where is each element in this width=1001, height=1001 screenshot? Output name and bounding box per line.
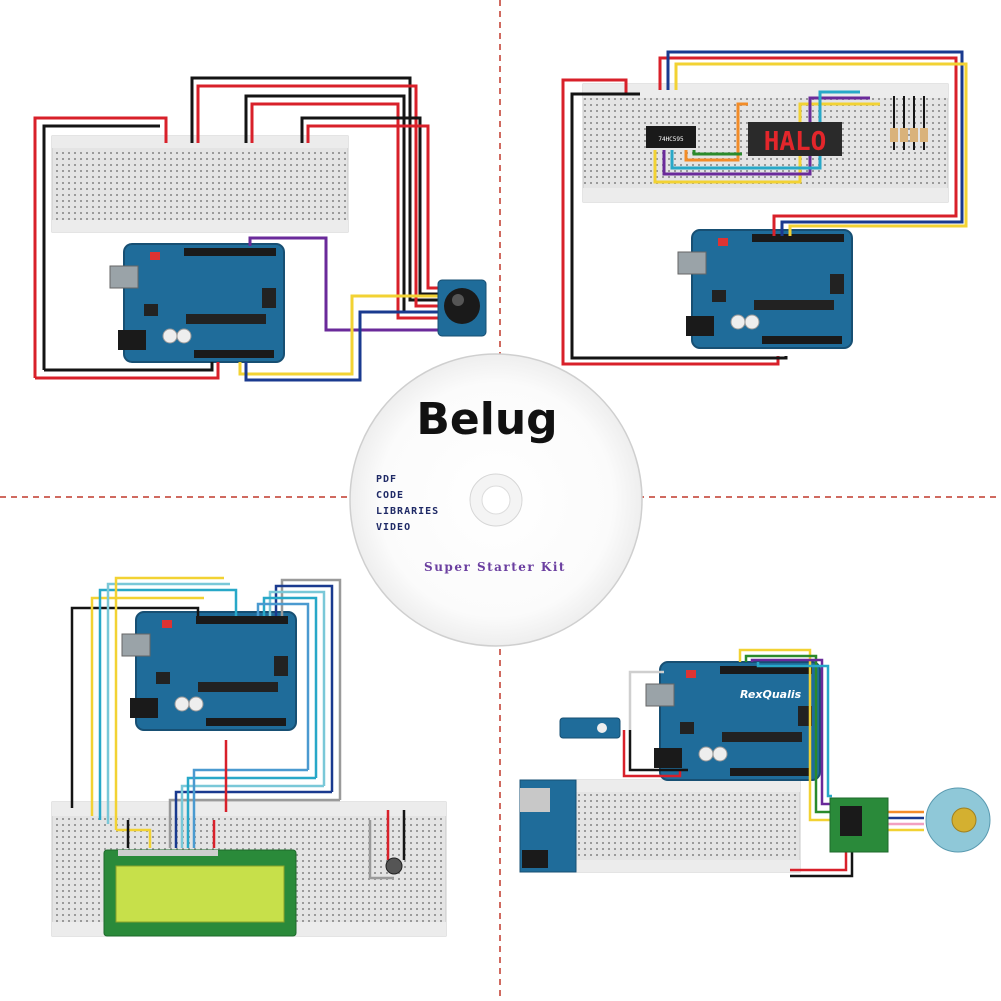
joystick-circuit-panel <box>33 76 487 382</box>
disc-brand: Belug <box>416 394 557 445</box>
lcd-screen <box>115 865 285 923</box>
breadboard-bottom-right <box>575 779 801 873</box>
seven-segment-circuit-panel: 74HC595 HALO <box>561 50 968 366</box>
seven-segment-display <box>748 122 842 156</box>
disc-content-code: CODE <box>376 490 404 501</box>
lcd-circuit-panel <box>51 576 447 937</box>
disc-kit-name: Super Starter Kit <box>424 560 566 574</box>
arduino-board-top-right <box>677 229 853 349</box>
board-logo: RexQualis <box>740 688 802 701</box>
disc-content-libraries: LIBRARIES <box>376 506 439 517</box>
arduino-board-bottom-left <box>121 611 297 731</box>
chip-label: 74HC595 <box>658 136 684 143</box>
display-readout: HALO <box>764 127 827 157</box>
resistor-array <box>890 96 928 150</box>
software-disc: Belug PDF CODE LIBRARIES VIDEO Super Sta… <box>349 353 643 647</box>
disc-content-video: VIDEO <box>376 522 411 533</box>
arduino-board-bottom-right <box>645 661 821 781</box>
disc-content-pdf: PDF <box>376 474 397 485</box>
sensor-module <box>559 717 621 739</box>
stepper-circuit-panel: RexQualis <box>519 648 991 878</box>
breadboard-top-left <box>51 135 349 233</box>
shift-register-chip <box>646 126 696 148</box>
potentiometer <box>385 857 403 875</box>
joystick-knob <box>444 288 480 324</box>
arduino-board-top-left <box>109 243 285 363</box>
